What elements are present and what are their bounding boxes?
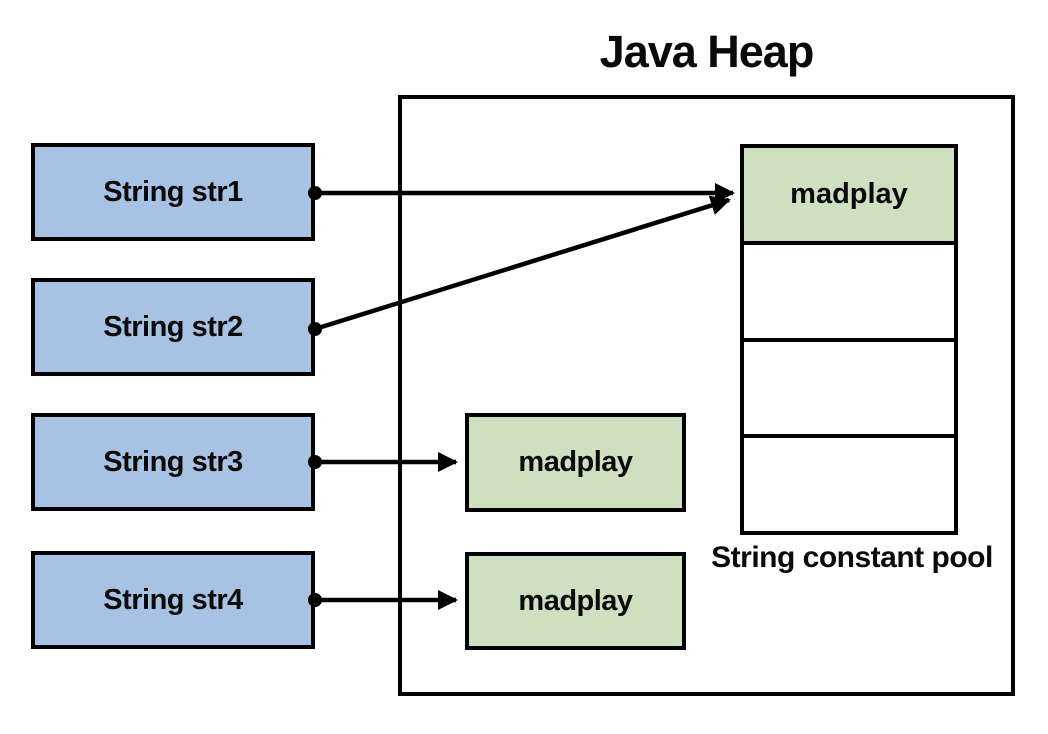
reference-box-str2: String str2 <box>31 278 315 376</box>
pool-cell-empty-1 <box>744 240 954 338</box>
reference-box-str4: String str4 <box>31 551 315 649</box>
heap-object-madplay-2: madplay <box>465 552 686 650</box>
string-constant-pool-label: String constant pool <box>711 541 993 574</box>
java-heap-title: Java Heap <box>599 26 815 77</box>
java-heap-region <box>398 95 1015 696</box>
heap-object-madplay-1: madplay <box>465 413 686 512</box>
pool-cell-madplay: madplay <box>744 148 954 241</box>
string-constant-pool: madplay <box>740 144 958 535</box>
pool-cell-empty-2 <box>744 337 954 435</box>
pool-cell-empty-3 <box>744 434 954 531</box>
reference-box-str1: String str1 <box>31 143 315 241</box>
reference-box-str3: String str3 <box>31 413 315 511</box>
